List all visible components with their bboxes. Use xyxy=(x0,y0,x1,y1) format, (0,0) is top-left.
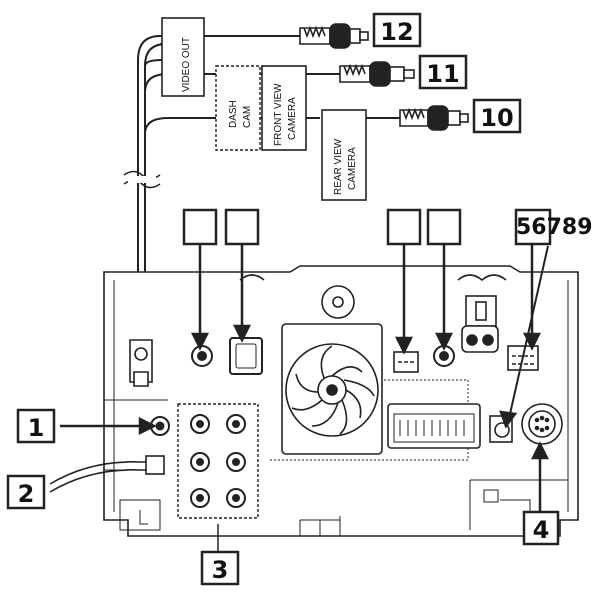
rear-view-text-2: CAMERA xyxy=(347,147,358,190)
empty-callout-boxes xyxy=(182,208,462,246)
callout-1: 1 xyxy=(16,408,56,444)
callout-56789: 56789 xyxy=(514,208,593,246)
small-plug-c xyxy=(393,351,419,373)
dash-cam-text-1: DASH xyxy=(228,100,239,128)
antenna-jack xyxy=(150,416,170,436)
callout-1-text: 1 xyxy=(28,414,45,442)
front-view-text-1: FRONT VIEW xyxy=(273,83,284,146)
callout-3-text: 3 xyxy=(212,556,229,584)
round-jack-a xyxy=(191,345,213,367)
spindle-mount xyxy=(321,285,355,319)
video-out-cable-label: VIDEO OUT xyxy=(161,17,205,97)
rca-plug-10 xyxy=(399,105,469,131)
callout-10: 10 xyxy=(472,98,522,134)
front-view-text-2: CAMERA xyxy=(287,97,298,140)
callout-4-text: 4 xyxy=(533,516,550,544)
callout-11: 11 xyxy=(418,54,468,90)
callout-56789-text: 56789 xyxy=(516,215,593,240)
callout-4: 4 xyxy=(522,510,560,546)
multi-pin-plug-e xyxy=(507,345,539,371)
video-out-text: VIDEO OUT xyxy=(181,37,192,92)
callout-10-text: 10 xyxy=(480,104,513,132)
callout-11-text: 11 xyxy=(426,60,459,88)
dash-cam-text-2: CAM xyxy=(242,106,253,128)
callout-3: 3 xyxy=(200,550,240,586)
cooling-fan xyxy=(281,323,383,455)
din-port xyxy=(521,403,563,445)
callout-12: 12 xyxy=(372,12,422,48)
fuse-holder xyxy=(461,295,499,353)
front-view-camera-cable-label: FRONT VIEW CAMERA xyxy=(261,65,307,151)
round-jack-d xyxy=(433,345,455,367)
rear-view-text-1: REAR VIEW xyxy=(333,138,344,195)
rca-plug-12 xyxy=(299,23,369,49)
callout-2-text: 2 xyxy=(18,480,35,508)
rca-plug-11 xyxy=(339,61,415,87)
rca-output-panel xyxy=(177,403,259,519)
main-harness-connector xyxy=(387,403,481,449)
cable-2 xyxy=(49,455,165,493)
callout-2: 2 xyxy=(6,474,46,510)
callout-12-text: 12 xyxy=(380,18,413,46)
ground-lug xyxy=(129,339,153,387)
callout-arrows xyxy=(60,244,550,552)
rear-view-camera-cable-label: REAR VIEW CAMERA xyxy=(321,109,367,201)
cable-break-gap xyxy=(128,176,156,183)
dash-cam-cable-label: DASH CAM xyxy=(215,65,261,151)
square-connector-b xyxy=(229,337,263,375)
